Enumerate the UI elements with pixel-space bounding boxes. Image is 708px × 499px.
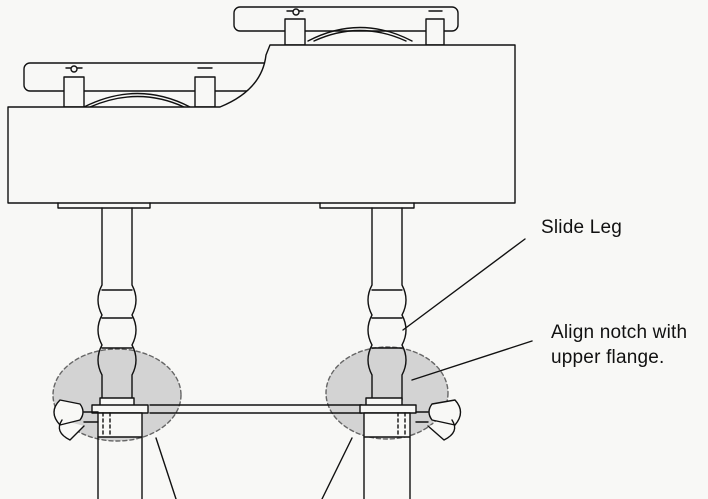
align-notch-label: Align notch with upper flange. xyxy=(551,322,688,368)
slide-leg-label: Slide Leg xyxy=(541,217,623,238)
left-highlight-zone xyxy=(52,348,182,442)
lower-right-leader xyxy=(321,437,353,499)
lower-left-leader xyxy=(155,437,177,499)
crossbar xyxy=(149,404,363,414)
align-notch-leader xyxy=(411,340,533,381)
slide-leg-leader xyxy=(402,238,526,331)
lower-keyboard-tier xyxy=(23,62,279,108)
upper-keyboard-tier xyxy=(233,6,459,46)
stand-body xyxy=(7,44,516,204)
left-slide-leg xyxy=(53,207,149,499)
right-highlight-zone xyxy=(325,346,449,440)
right-slide-leg xyxy=(359,207,462,499)
